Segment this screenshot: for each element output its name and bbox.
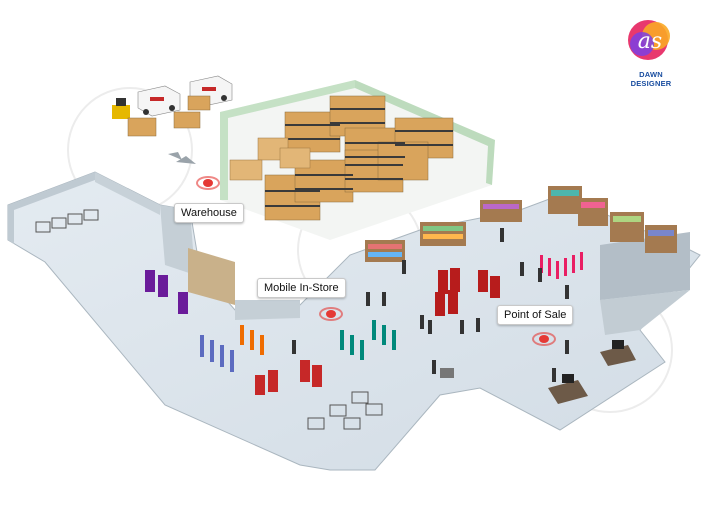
logo-mark: as	[628, 20, 670, 60]
left-wall	[8, 172, 95, 244]
hotspot-ring	[532, 332, 556, 346]
forklift	[112, 98, 130, 119]
logo-text: DAWN DESIGNER	[630, 70, 672, 88]
checkout-counters	[548, 340, 636, 404]
partition-wall	[235, 300, 300, 320]
warehouse-racks	[229, 95, 454, 221]
warehouse-glass-wall	[355, 80, 495, 185]
mobile-in-store-label[interactable]: Mobile In-Store	[257, 278, 346, 298]
stroller	[440, 368, 454, 378]
clothing-racks	[145, 252, 583, 395]
warehouse-glass-wall	[220, 80, 355, 200]
right-wall-lower	[600, 290, 690, 335]
shoppers	[292, 228, 569, 382]
shelf-products	[368, 190, 674, 257]
direction-arrows	[168, 152, 196, 164]
hotspot-dot	[539, 335, 549, 343]
hotspot-dot	[203, 179, 213, 187]
point-of-sale-hotspot[interactable]	[532, 332, 556, 346]
mobile-in-store-hotspot[interactable]	[319, 307, 343, 321]
hotspot-dot	[326, 310, 336, 318]
hotspot-ring	[319, 307, 343, 321]
pallets	[127, 95, 211, 137]
warehouse-label[interactable]: Warehouse	[174, 203, 244, 223]
svg-text:as: as	[638, 29, 662, 54]
point-of-sale-label[interactable]: Point of Sale	[497, 305, 574, 325]
hotspot-ring	[196, 176, 220, 190]
shopping-carts	[35, 209, 99, 233]
back-wall	[95, 172, 160, 215]
dawn-designer-logo: as DAWN DESIGNER	[618, 12, 684, 88]
warehouse-hotspot[interactable]	[196, 176, 220, 190]
shopping-carts	[307, 391, 383, 430]
delivery-trucks	[137, 75, 233, 117]
